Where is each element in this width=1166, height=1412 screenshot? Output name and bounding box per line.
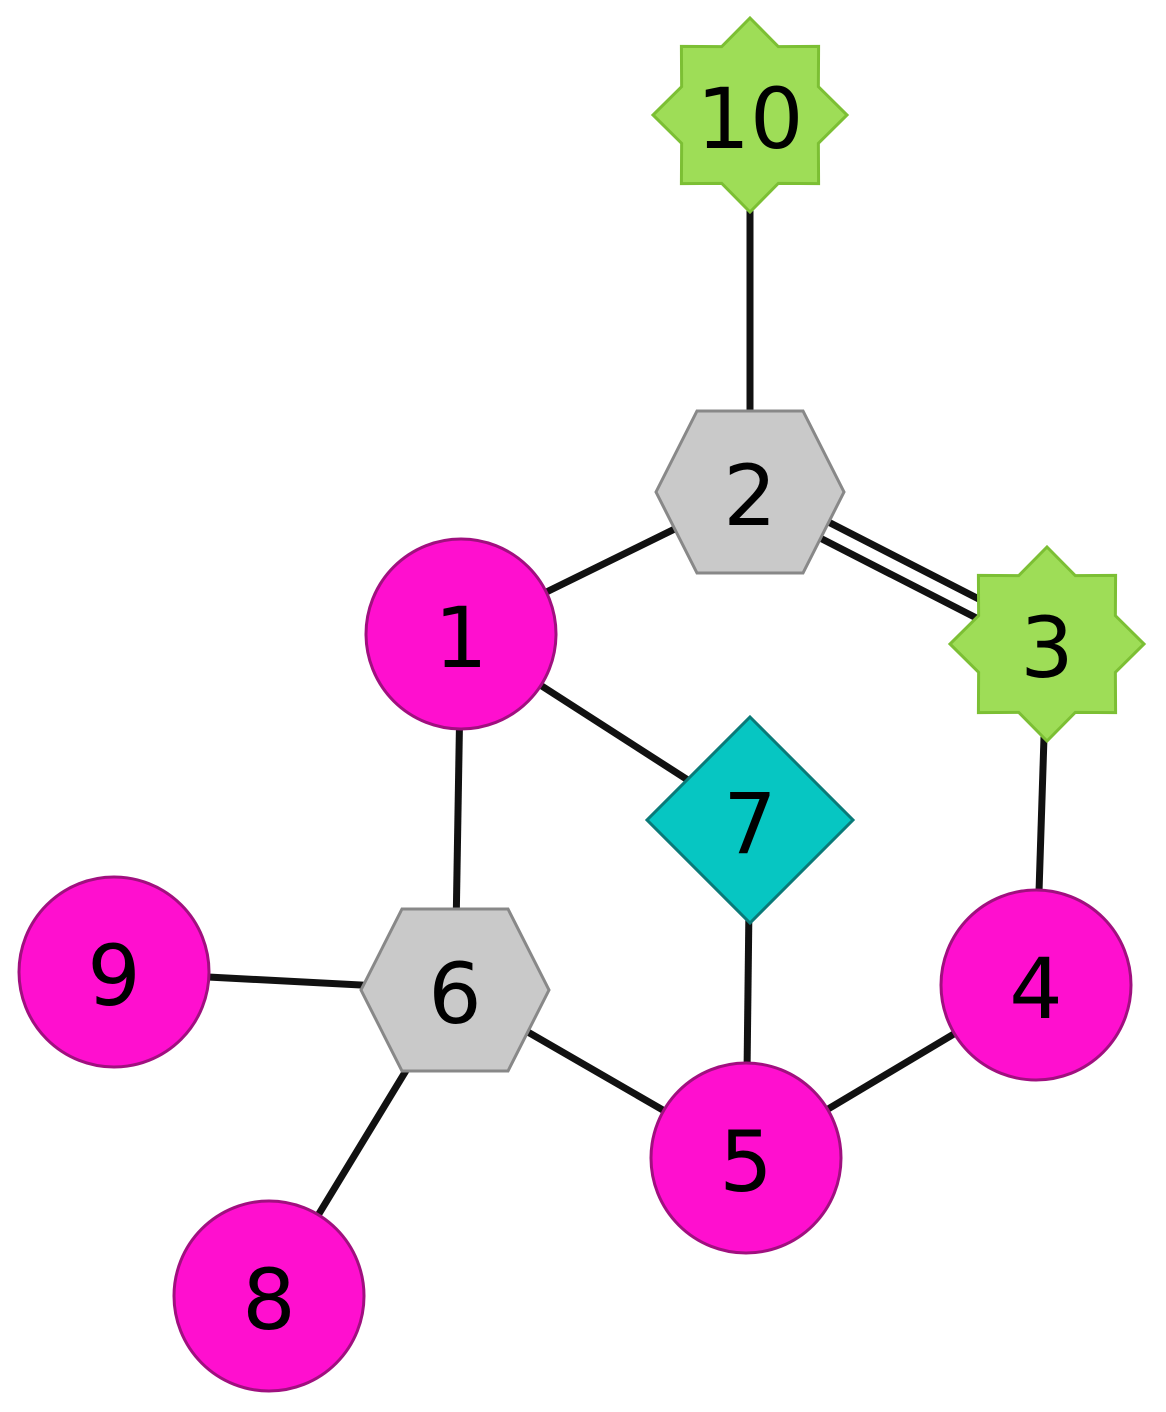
node-3: 3 xyxy=(947,544,1147,744)
node-7: 7 xyxy=(644,714,856,926)
node-1: 1 xyxy=(364,537,558,731)
hexagon-node-shape xyxy=(359,907,551,1073)
circle-node-shape xyxy=(364,537,558,731)
node-label: 9 xyxy=(87,927,140,1025)
circle-node-shape xyxy=(17,875,211,1069)
star-node-shape xyxy=(650,15,850,215)
hexagon-node-shape xyxy=(654,409,846,575)
node-6: 6 xyxy=(359,907,551,1073)
node-2: 2 xyxy=(654,409,846,575)
node-8: 8 xyxy=(172,1199,366,1393)
circle-node-shape xyxy=(649,1061,843,1255)
node-5: 5 xyxy=(649,1061,843,1255)
star-node-shape xyxy=(947,544,1147,744)
circle-node-shape xyxy=(172,1199,366,1393)
node-10: 10 xyxy=(650,15,850,215)
node-label: 10 xyxy=(697,70,804,168)
node-9: 9 xyxy=(17,875,211,1069)
node-label: 3 xyxy=(1020,599,1073,697)
edges-layer xyxy=(113,115,1053,1298)
node-4: 4 xyxy=(939,888,1133,1082)
node-label: 2 xyxy=(723,447,776,545)
circle-node-shape xyxy=(939,888,1133,1082)
node-label: 8 xyxy=(242,1251,295,1349)
nodes-layer: 1 2 3 4 5 6 7 8 9 10 xyxy=(17,15,1147,1393)
diamond-node-shape xyxy=(644,714,856,926)
node-label: 5 xyxy=(719,1113,772,1211)
node-label: 1 xyxy=(434,589,487,687)
node-label: 4 xyxy=(1009,940,1062,1038)
node-label: 7 xyxy=(723,775,776,873)
node-label: 6 xyxy=(428,945,481,1043)
